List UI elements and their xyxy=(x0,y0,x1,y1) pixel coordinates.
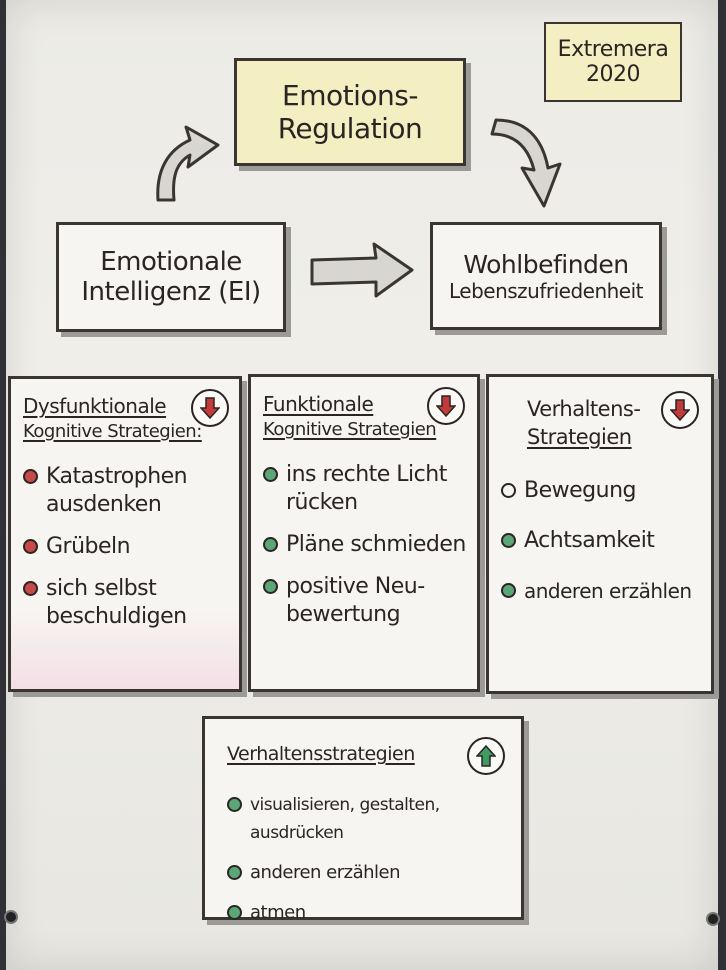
bullet-dot xyxy=(263,537,278,552)
panel-functional-title: Funktionale Kognitive Strategien xyxy=(263,391,467,443)
panel-behavioral-title-line1: Verhaltens- xyxy=(527,397,641,421)
binder-pin xyxy=(4,910,18,924)
bullet-dot xyxy=(227,905,242,920)
arrow-down-icon xyxy=(191,389,229,427)
flipchart-paper: Extremera 2020 Emotions- Regulation Emot… xyxy=(4,0,720,970)
author-name: Extremera xyxy=(557,37,669,62)
bullet-dot xyxy=(23,469,38,484)
panel-dysfunctional-title: Dysfunktionale Kognitive Strategien: xyxy=(23,393,229,445)
bullet-dot xyxy=(23,539,38,554)
panel-dysfunctional-title-line2: Kognitive Strategien: xyxy=(23,421,202,442)
panel-functional: Funktionale Kognitive Strategien ins rec… xyxy=(248,374,480,692)
list-item: Achtsamkeit xyxy=(524,528,655,553)
author-year: 2020 xyxy=(586,62,641,87)
binder-pin xyxy=(706,912,720,926)
bullet-dot xyxy=(501,533,516,548)
list-item: positive Neu-bewertung xyxy=(286,574,425,627)
panel-functional-title-line1: Funktionale xyxy=(263,392,374,416)
list-item: sich selbst beschuldigen xyxy=(46,576,187,629)
wellbeing-line2: Lebenszufriedenheit xyxy=(448,278,644,303)
curved-arrow-icon xyxy=(490,118,562,208)
bullet-dot xyxy=(263,467,278,482)
wellbeing-box: Wohlbefinden Lebenszufriedenheit xyxy=(430,222,662,330)
list-item: visualisieren, gestalten, ausdrücken xyxy=(250,795,440,843)
panel-dysfunctional: Dysfunktionale Kognitive Strategien: Kat… xyxy=(8,376,242,692)
wellbeing-line1: Wohlbefinden xyxy=(463,249,629,279)
curved-arrow-icon xyxy=(156,125,220,202)
emotional-intelligence-line2: Intelligenz (EI) xyxy=(81,277,261,307)
list-item: Pläne schmieden xyxy=(286,532,466,557)
emotional-intelligence-box: Emotionale Intelligenz (EI) xyxy=(56,222,286,332)
bullet-dot xyxy=(227,797,242,812)
panel-behavioral-positive: Verhaltensstrategien visualisieren, gest… xyxy=(202,716,524,923)
panel-behavioral-positive-title: Verhaltensstrategien xyxy=(227,743,415,765)
list-item: atmen xyxy=(250,902,306,923)
bullet-dot xyxy=(23,581,38,596)
list-item: anderen erzählen xyxy=(250,862,401,883)
bullet-dot xyxy=(501,583,516,598)
panel-behavioral: Verhaltens- Strategien Bewegung Achtsamk… xyxy=(486,374,714,694)
emotion-regulation-box: Emotions- Regulation xyxy=(234,58,466,166)
arrow-down-icon xyxy=(661,391,699,429)
emotion-regulation-line2: Regulation xyxy=(277,112,423,145)
bullet-dot xyxy=(263,579,278,594)
author-note: Extremera 2020 xyxy=(544,22,682,102)
emotional-intelligence-line1: Emotionale xyxy=(100,247,242,277)
right-arrow-icon xyxy=(310,242,414,298)
emotion-regulation-line1: Emotions- xyxy=(282,79,418,112)
list-item: anderen erzählen xyxy=(524,579,692,603)
arrow-up-icon xyxy=(467,737,505,775)
bullet-dot xyxy=(501,483,516,498)
list-item: Katastrophen ausdenken xyxy=(46,464,188,517)
arrow-down-icon xyxy=(427,387,465,425)
list-item: Grübeln xyxy=(46,534,131,559)
panel-dysfunctional-title-line1: Dysfunktionale xyxy=(23,394,167,418)
panel-functional-title-line2: Kognitive Strategien xyxy=(263,419,437,440)
panel-behavioral-title: Verhaltens- Strategien xyxy=(527,395,701,451)
list-item: Bewegung xyxy=(524,478,636,503)
bullet-dot xyxy=(227,865,242,880)
panel-behavioral-title-line2: Strategien xyxy=(527,425,632,449)
list-item: ins rechte Licht rücken xyxy=(286,462,447,515)
